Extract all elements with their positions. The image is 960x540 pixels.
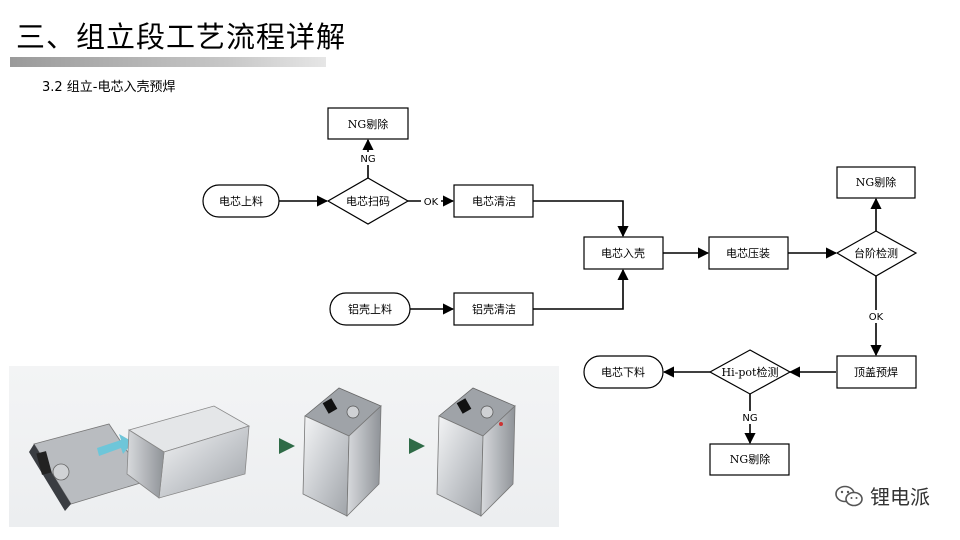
title-underline	[10, 57, 326, 67]
node-label-cell-in-shell: 电芯入壳	[601, 246, 645, 260]
node-label-shell-clean: 铝壳清洁	[472, 302, 516, 316]
node-ng-remove-3	[709, 443, 790, 476]
node-label-cell-scan: 电芯扫码	[346, 194, 390, 208]
label-scan-ng: NG	[360, 154, 375, 165]
watermark-label: 锂电派	[870, 485, 930, 509]
node-top-cover-weld	[836, 355, 917, 389]
node-cell-scan	[326, 177, 410, 225]
cell-insertion-illustration	[29, 387, 516, 517]
node-ng-remove-2	[836, 166, 916, 199]
watermark: 锂电派	[834, 481, 930, 510]
step-arrow-icon-2	[409, 438, 425, 454]
step-arrow-icon-1	[279, 438, 295, 454]
label-step-ok: OK	[869, 312, 884, 323]
cell-in-shell-2	[436, 387, 516, 517]
cell-in-shell-1	[302, 387, 382, 517]
page-title: 三、组立段工艺流程详解	[16, 20, 347, 54]
node-label-step-check: 台阶检测	[854, 246, 898, 260]
label-hipot-ng: NG	[742, 413, 757, 424]
wechat-icon	[835, 485, 863, 506]
edge-shell-clean-to-inshell	[533, 268, 629, 310]
section-subtitle: 3.2 组立-电芯入壳预焊	[42, 80, 176, 95]
node-shell-load	[329, 292, 411, 326]
node-label-cell-unload: 电芯下料	[601, 365, 645, 379]
node-label-ng-remove-1: NG剔除	[348, 117, 388, 131]
node-label-hipot-check: Hi-pot检测	[722, 365, 779, 379]
node-label-shell-load: 铝壳上料	[348, 302, 392, 316]
node-cell-press	[708, 236, 789, 270]
edge-clean-to-inshell	[533, 200, 629, 238]
node-cell-unload	[583, 355, 664, 389]
node-label-ng-remove-2: NG剔除	[856, 175, 896, 189]
node-label-top-cover-weld: 顶盖预焊	[854, 365, 898, 379]
label-scan-ok: OK	[424, 197, 439, 208]
node-cell-in-shell	[583, 236, 664, 270]
node-cell-load	[202, 184, 280, 218]
insert-arrow-icon	[97, 434, 133, 456]
node-label-cell-clean: 电芯清洁	[472, 194, 516, 208]
aluminum-shell	[126, 405, 251, 499]
node-ng-remove-1	[327, 107, 409, 140]
node-step-check	[835, 230, 918, 277]
node-label-cell-press: 电芯压装	[726, 246, 770, 260]
node-hipot-check	[708, 349, 792, 395]
cell-insertion-photo	[9, 366, 559, 527]
node-label-ng-remove-3: NG剔除	[730, 452, 770, 466]
node-shell-clean	[453, 292, 534, 326]
node-label-cell-load: 电芯上料	[219, 194, 263, 208]
node-cell-clean	[453, 184, 534, 218]
